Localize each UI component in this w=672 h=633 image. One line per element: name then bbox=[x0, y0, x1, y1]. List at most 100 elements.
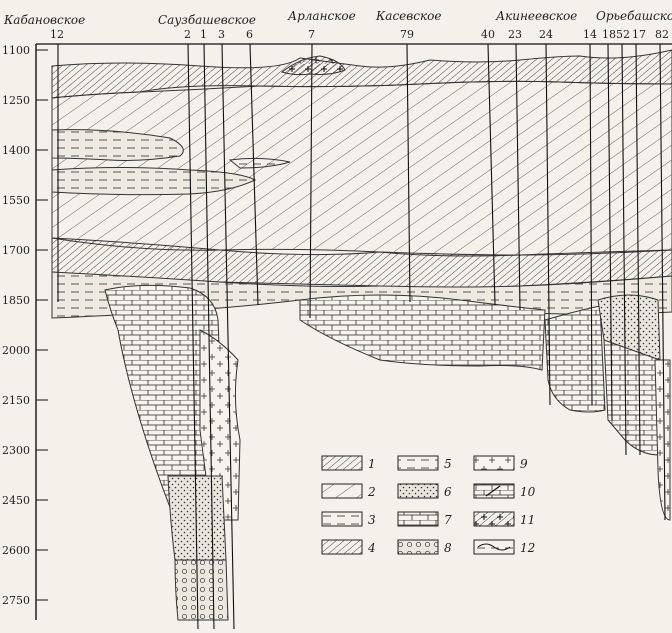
depth-tick: 1100 bbox=[2, 44, 48, 57]
field-label-akineevskoe: Акинеевское bbox=[495, 9, 577, 23]
well-label-3: 3 bbox=[218, 28, 225, 41]
depth-label: 2600 bbox=[2, 544, 30, 557]
legend-label: 7 bbox=[444, 513, 452, 527]
legend-swatch bbox=[321, 539, 363, 555]
well-label-12: 12 bbox=[50, 28, 64, 41]
stratum-mudstone-tongue-1-dash bbox=[52, 129, 184, 161]
well-line-7 bbox=[309, 43, 313, 319]
legend-item-10: 10 bbox=[473, 483, 536, 499]
well-line-82 bbox=[659, 43, 666, 521]
well-label-79: 79 bbox=[400, 28, 414, 41]
depth-tick: 2750 bbox=[2, 594, 48, 607]
depth-tick: 1400 bbox=[2, 144, 48, 157]
depth-tick: 1550 bbox=[2, 194, 48, 207]
depth-tick: 2300 bbox=[2, 444, 48, 457]
legend-swatch bbox=[321, 455, 363, 471]
depth-label: 1400 bbox=[2, 144, 30, 157]
depth-tick: 1250 bbox=[2, 94, 48, 107]
depth-label: 1550 bbox=[2, 194, 30, 207]
depth-label: 1850 bbox=[2, 294, 30, 307]
legend-item-2: 2 bbox=[321, 483, 376, 499]
well-line-3 bbox=[221, 43, 235, 630]
well-label-40: 40 bbox=[481, 28, 495, 41]
depth-label: 2150 bbox=[2, 394, 30, 407]
legend-item-7: 7 bbox=[397, 511, 452, 527]
well-line-6 bbox=[249, 43, 259, 306]
field-labels: Кабановское Саузбашевское Арланское Касе… bbox=[3, 9, 672, 27]
well-line-52 bbox=[621, 43, 627, 456]
well-line-2 bbox=[187, 43, 199, 630]
well-label-23: 23 bbox=[508, 28, 522, 41]
legend-item-3: 3 bbox=[321, 511, 376, 527]
legend-label: 3 bbox=[368, 513, 376, 527]
legend-swatch bbox=[397, 455, 439, 471]
stratum-mudstone-lens bbox=[228, 157, 291, 169]
legend-swatch bbox=[473, 511, 515, 527]
stratum-limestone-east bbox=[544, 305, 606, 413]
depth-tick: 1850 bbox=[2, 294, 48, 307]
legend-item-11: 11 bbox=[473, 511, 535, 527]
well-line-24 bbox=[545, 43, 551, 406]
legend-item-6: 6 bbox=[397, 483, 452, 499]
field-label-arlanskoe: Арланское bbox=[287, 9, 356, 23]
well-line-23 bbox=[515, 43, 521, 311]
well-labels: 12 2 1 3 6 7 79 40 23 24 14 18 52 17 82 bbox=[50, 28, 669, 41]
well-label-18: 18 bbox=[602, 28, 616, 41]
stratum-mudstone-tongue-2-dash bbox=[52, 167, 255, 195]
legend-swatch bbox=[473, 455, 515, 471]
depth-tick: 2000 bbox=[2, 344, 48, 357]
well-line-18 bbox=[607, 43, 613, 421]
well-label-52: 52 bbox=[616, 28, 630, 41]
legend-swatch bbox=[397, 483, 439, 499]
strata bbox=[51, 49, 672, 621]
well-label-7: 7 bbox=[308, 28, 315, 41]
well-line-14 bbox=[589, 43, 593, 406]
legend-label: 9 bbox=[520, 457, 528, 471]
depth-tick: 2450 bbox=[2, 494, 48, 507]
depth-tick: 2150 bbox=[2, 394, 48, 407]
field-label-sauzbashevskoe: Саузбашевское bbox=[158, 13, 256, 27]
depth-label: 1100 bbox=[2, 44, 30, 57]
legend-label: 10 bbox=[520, 485, 536, 499]
well-line-79 bbox=[406, 43, 411, 303]
legend-label: 12 bbox=[520, 541, 535, 555]
well-label-14: 14 bbox=[583, 28, 597, 41]
legend-swatch bbox=[397, 539, 439, 555]
depth-label: 1700 bbox=[2, 244, 30, 257]
field-label-kasevskoe: Касевское bbox=[375, 9, 441, 23]
legend-label: 11 bbox=[520, 513, 535, 527]
stratum-limestone-far-east bbox=[603, 339, 661, 456]
depth-label: 1250 bbox=[2, 94, 30, 107]
legend-label: 2 bbox=[367, 485, 376, 499]
well-line-17 bbox=[635, 43, 641, 456]
legend-swatch bbox=[397, 511, 439, 527]
legend-swatch-mark bbox=[485, 485, 501, 497]
legend-item-4: 4 bbox=[321, 539, 376, 555]
legend-label: 1 bbox=[368, 457, 376, 471]
legend-item-8: 8 bbox=[397, 539, 452, 555]
well-line-1 bbox=[203, 43, 215, 630]
well-label-2: 2 bbox=[184, 28, 191, 41]
depth-axis: 1100 1250 1400 1550 1700 1850 2000 2150 … bbox=[2, 43, 672, 620]
legend: 1 2 3 4 5 6 7 8 bbox=[321, 455, 536, 555]
depth-label: 2300 bbox=[2, 444, 30, 457]
depth-label: 2000 bbox=[2, 344, 30, 357]
well-label-82: 82 bbox=[655, 28, 669, 41]
field-label-kabanovskoe: Кабановское bbox=[3, 13, 85, 27]
legend-label: 4 bbox=[367, 541, 376, 555]
well-label-1: 1 bbox=[200, 28, 207, 41]
legend-item-9: 9 bbox=[473, 455, 528, 471]
stratum-limestone-central bbox=[299, 294, 546, 371]
legend-label: 6 bbox=[444, 485, 452, 499]
depth-tick: 1700 bbox=[2, 244, 48, 257]
stratum-conglomerate bbox=[174, 559, 229, 621]
well-label-17: 17 bbox=[632, 28, 646, 41]
stratum-plus-lens bbox=[280, 55, 346, 76]
legend-label: 8 bbox=[444, 541, 452, 555]
well-label-6: 6 bbox=[246, 28, 253, 41]
stratum-plus-far-east bbox=[654, 359, 671, 521]
depth-tick: 2600 bbox=[2, 544, 48, 557]
depth-label: 2750 bbox=[2, 594, 30, 607]
